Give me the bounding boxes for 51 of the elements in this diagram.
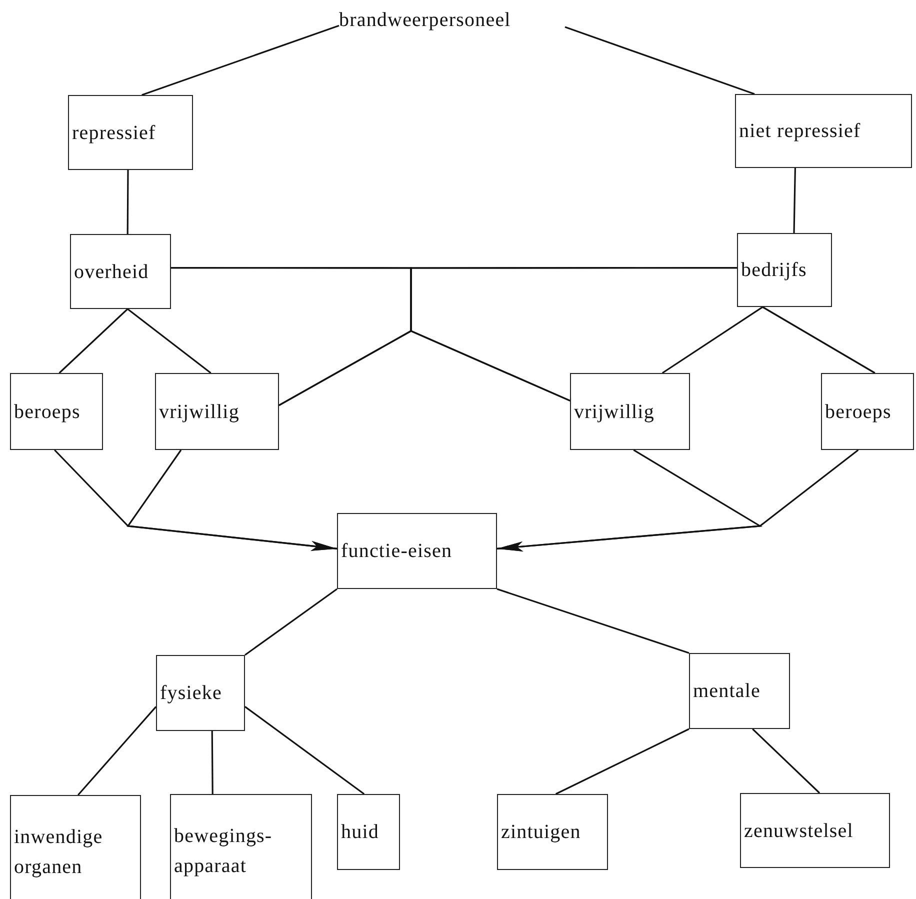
category-box <box>570 373 690 450</box>
connector-line <box>58 308 128 374</box>
category-box <box>337 513 497 589</box>
category-box <box>70 234 171 309</box>
connector-line <box>244 706 365 795</box>
connector-line <box>127 308 212 374</box>
category-box <box>737 233 832 307</box>
category-label: zenuwstelsel <box>744 818 854 844</box>
category-label: bedrijfs <box>741 258 808 283</box>
connector-line <box>410 267 737 402</box>
category-label: bewegings- apparaat <box>174 824 274 879</box>
connector-line <box>126 170 129 234</box>
category-label: brandweerpersoneel <box>339 8 512 33</box>
category-box <box>155 373 279 450</box>
connector-line <box>244 588 338 656</box>
category-label: zintuigen <box>501 820 582 845</box>
connector-line <box>496 588 690 654</box>
category-box <box>10 795 141 899</box>
category-box <box>740 793 890 868</box>
connector-line <box>142 24 340 96</box>
arrow <box>126 450 338 551</box>
category-label: vrijwillig <box>159 400 240 424</box>
category-label: beroeps <box>825 400 892 424</box>
category-label: vrijwillig <box>574 400 656 424</box>
connector-line <box>555 728 690 795</box>
category-label: niet repressief <box>739 119 862 144</box>
connector-line <box>752 728 820 794</box>
connector-line <box>78 706 157 796</box>
category-label: inwendige organen <box>14 825 104 880</box>
arrow <box>496 449 859 552</box>
connector-line <box>762 306 876 374</box>
category-label: beroeps <box>14 400 82 424</box>
category-box <box>497 794 608 870</box>
category-label: functie-eisen <box>341 539 454 564</box>
category-box <box>689 653 790 729</box>
category-label: overheid <box>74 260 150 284</box>
category-box <box>735 94 912 168</box>
connector-line <box>662 306 764 374</box>
category-box <box>821 373 914 450</box>
connector-line <box>793 168 796 234</box>
connector-line <box>211 731 214 794</box>
category-box <box>10 373 103 450</box>
category-box <box>337 794 400 870</box>
connector-line <box>564 26 755 95</box>
category-box <box>156 655 245 731</box>
category-label: repressief <box>72 120 157 146</box>
category-label: huid <box>341 820 380 845</box>
category-box <box>170 794 312 899</box>
category-box <box>68 95 193 170</box>
category-label: mentale <box>693 679 762 704</box>
category-label: fysieke <box>160 681 223 706</box>
